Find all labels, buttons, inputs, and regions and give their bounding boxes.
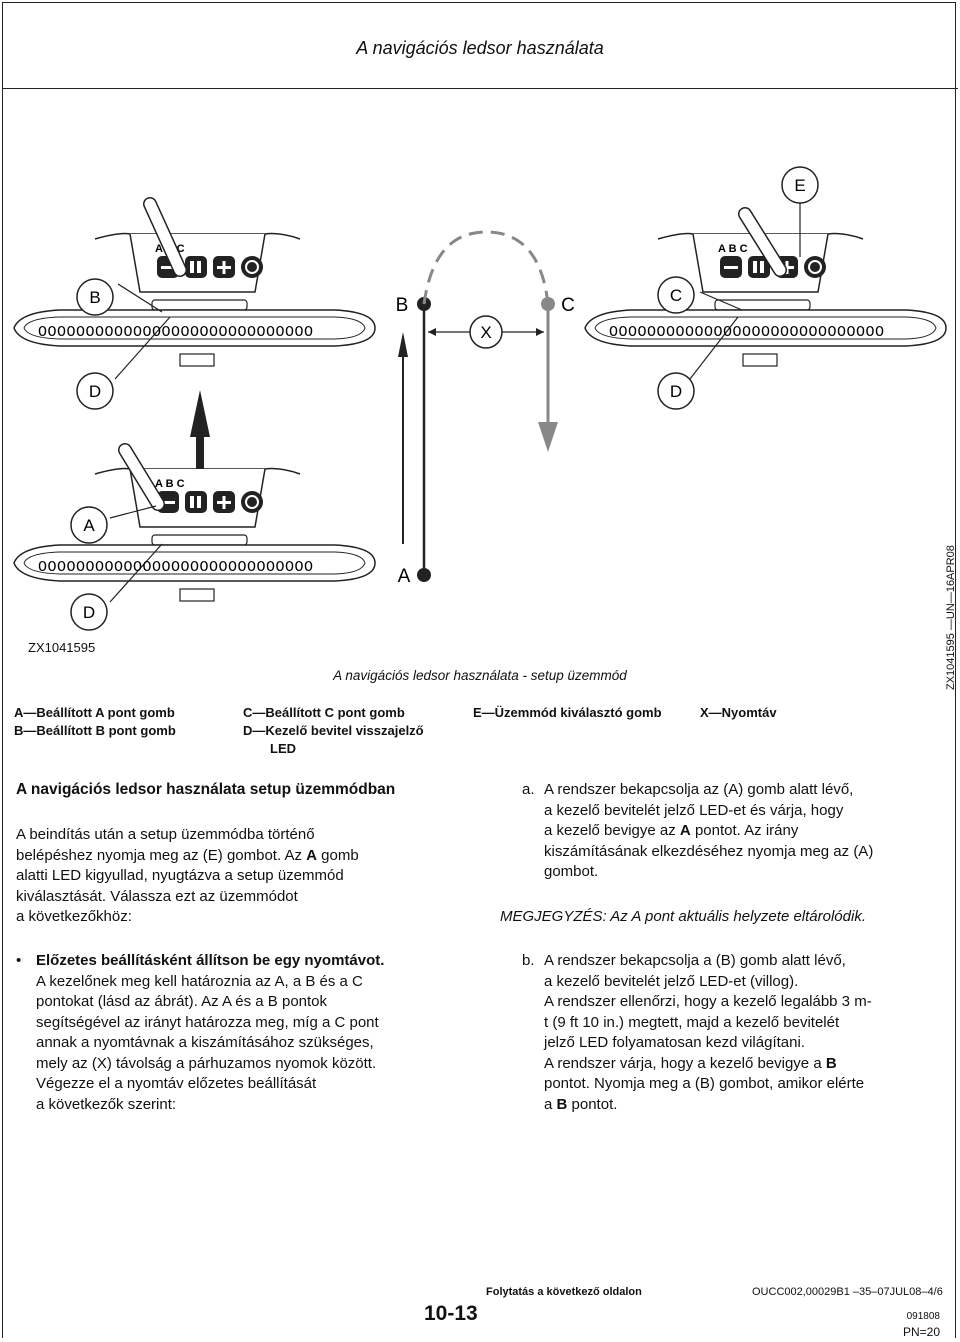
label-d-top-left: D (89, 382, 101, 401)
up-arrow-icon (190, 390, 210, 472)
figure-caption: A navigációs ledsor használata - setup ü… (333, 668, 627, 683)
bullet-item: •Előzetes beállításként állítson be egy … (16, 952, 385, 1113)
led-row-top-right: OOOOOOOOOOOOOOOOOOOOOOOOOOOOO (609, 324, 885, 341)
date-code: 091808 (906, 1311, 940, 1322)
label-e: E (794, 176, 805, 195)
label-a-bottom-left: A (83, 516, 95, 535)
label-d-bottom-left: D (83, 603, 95, 622)
legend-col-3: E—Üzemmód kiválasztó gomb (473, 705, 662, 720)
track-diagram (398, 230, 558, 582)
label-c-track: C (561, 295, 575, 316)
lightbar-panel-bottom-left: A B C (13, 443, 376, 603)
document-code: OUCC002,00029B1 –35–07JUL08–4/6 (752, 1286, 943, 1298)
label-c-top-right: C (670, 286, 682, 305)
note: MEGJEGYZÉS: Az A pont aktuális helyzete … (500, 908, 866, 925)
label-b-track: B (396, 295, 409, 316)
figure-id: ZX1041595 (28, 640, 96, 655)
intro-paragraph: A beindítás után a setup üzemmódba törté… (16, 826, 359, 925)
svg-text:A B C: A B C (718, 243, 748, 255)
step-b: b. A rendszer bekapcsolja a (B) gomb ala… (522, 952, 872, 1113)
lightbar-panel-top-right: A B C (584, 202, 947, 380)
svg-text:A B C: A B C (155, 478, 185, 490)
section-title: A navigációs ledsor használata setup üze… (16, 781, 396, 798)
label-x: X (480, 323, 491, 342)
figure-side-code: ZX1041595 —UN—16APR08 (945, 545, 957, 690)
legend-col-2: C—Beállított C pont gomb D—Kezelő bevite… (243, 705, 424, 756)
navigation-lightbar-diagram: A B C OOOOOOOOOOOOOOOOOOOOOOOOOOOOO B D … (13, 166, 947, 631)
page-number: 10-13 (424, 1302, 478, 1325)
lightbar-panel-top-left: A B C (13, 197, 376, 380)
legend-col-1: A—Beállított A pont gomb B—Beállított B … (14, 705, 176, 738)
pn-number: PN=20 (902, 1325, 940, 1339)
label-d-top-right: D (670, 382, 682, 401)
header-divider (2, 88, 958, 89)
label-a-track: A (398, 566, 411, 587)
label-b-top-left: B (89, 288, 100, 307)
led-row-top-left: OOOOOOOOOOOOOOOOOOOOOOOOOOOOO (38, 324, 314, 341)
led-row-bottom-left: OOOOOOOOOOOOOOOOOOOOOOOOOOOOO (38, 559, 314, 576)
continued-notice: Folytatás a következő oldalon (486, 1286, 642, 1298)
step-a: a. A rendszer bekapcsolja az (A) gomb al… (522, 781, 874, 880)
legend-col-4: X—Nyomtáv (700, 705, 777, 720)
page-title: A navigációs ledsor használata (356, 38, 604, 58)
